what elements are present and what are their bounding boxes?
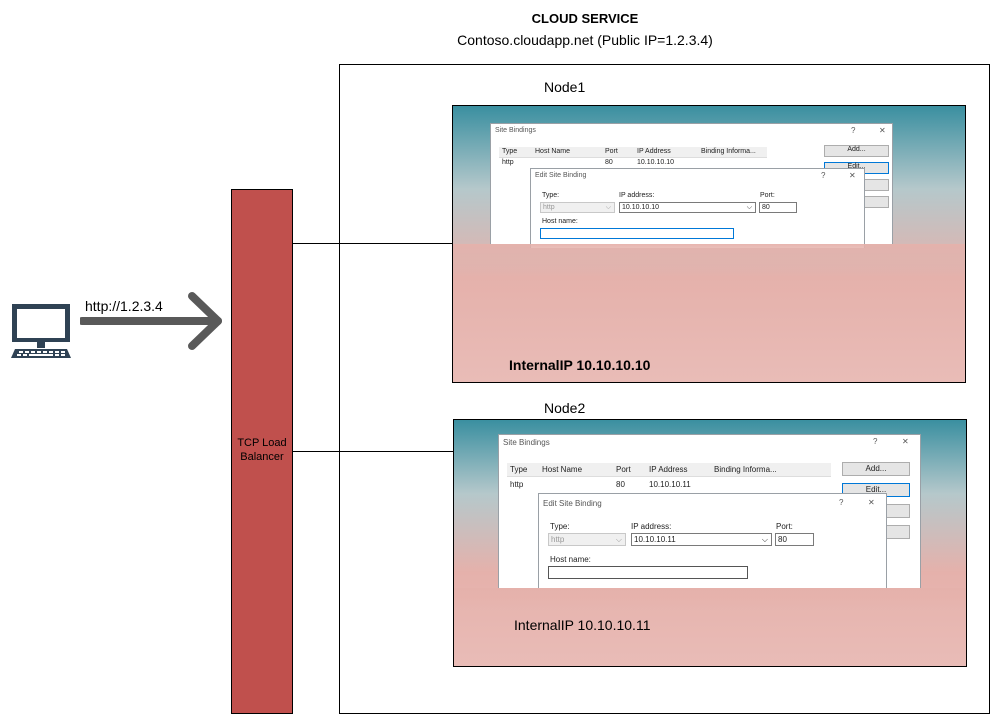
close-icon[interactable]: ✕ [849,171,856,180]
col-port[interactable]: Port [605,148,618,155]
type-select[interactable]: http ⌵ [548,533,626,546]
bindings-table-header [499,147,767,158]
close-icon[interactable]: ✕ [868,498,875,507]
port-label: Port: [776,522,793,531]
edit-site-binding-dialog: Edit Site Binding ? ✕ Type: http ⌵ IP ad… [538,493,887,588]
edit-site-binding-dialog: Edit Site Binding ? ✕ Type: http ⌵ IP ad… [530,168,865,248]
close-icon[interactable]: ✕ [902,437,909,446]
host-name-field[interactable] [540,228,734,239]
chevron-down-icon: ⌵ [746,204,752,211]
node2-panel: Site Bindings ? ✕ Type Host Name Port IP… [453,419,967,667]
connector-lb-node2 [293,451,454,452]
port-field[interactable]: 80 [759,202,797,213]
row-port: 80 [605,159,613,166]
chevron-down-icon: ⌵ [761,535,768,544]
load-balancer-label: TCP Load Balancer [231,436,293,464]
col-type[interactable]: Type [510,465,528,474]
host-name-field[interactable] [548,566,748,579]
screenshot-fade [454,588,966,608]
host-name-label: Host name: [542,218,578,225]
type-label: Type: [550,522,570,531]
close-icon[interactable]: ✕ [879,126,886,135]
chevron-down-icon: ⌵ [605,204,611,211]
help-icon[interactable]: ? [851,126,856,135]
ip-address-select[interactable]: 10.10.10.11 ⌵ [631,533,772,546]
cloud-service-boundary [339,64,990,714]
row-type: http [502,159,514,166]
ip-address-select[interactable]: 10.10.10.10 ⌵ [619,202,756,213]
host-name-label: Host name: [550,555,591,564]
col-host-name[interactable]: Host Name [542,465,583,474]
col-type[interactable]: Type [502,148,518,155]
help-icon[interactable]: ? [839,498,844,507]
computer-icon [11,304,71,358]
node2-internal-ip: InternalIP 10.10.10.11 [514,617,651,633]
port-field[interactable]: 80 [775,533,814,546]
row-type: http [510,480,524,489]
row-port: 80 [616,480,625,489]
edit-dialog-title: Edit Site Binding [543,499,602,508]
load-balancer-label-line2: Balancer [240,451,284,463]
ip-address-value: 10.10.10.11 [634,535,676,544]
tcp-load-balancer [231,189,293,714]
ip-address-label: IP address: [619,192,655,199]
request-arrow-icon [80,292,222,350]
diagram-title: CLOUD SERVICE [531,11,639,26]
col-ip-address[interactable]: IP Address [637,148,671,155]
node1-panel: Site Bindings ? ✕ Type Host Name Port IP… [452,105,966,383]
port-label: Port: [760,192,775,199]
row-ip-address: 10.10.10.11 [649,480,691,489]
node1-internal-ip: InternalIP 10.10.10.10 [509,357,651,373]
diagram-subtitle: Contoso.cloudapp.net (Public IP=1.2.3.4) [457,32,713,48]
connector-lb-node1 [293,243,453,244]
help-icon[interactable]: ? [873,437,878,446]
type-select[interactable]: http ⌵ [540,202,615,213]
request-url-label: http://1.2.3.4 [85,298,163,314]
col-binding-info[interactable]: Binding Informa... [701,148,756,155]
bindings-table-header [507,463,831,477]
screenshot-fade [453,244,965,274]
col-host-name[interactable]: Host Name [535,148,571,155]
row-ip-address: 10.10.10.10 [637,159,674,166]
edit-dialog-title: Edit Site Binding [535,172,587,179]
load-balancer-label-line1: TCP Load [237,437,287,449]
col-port[interactable]: Port [616,465,631,474]
type-label: Type: [542,192,560,199]
ip-address-value: 10.10.10.10 [622,204,659,211]
ip-address-label: IP address: [631,522,672,531]
site-bindings-title: Site Bindings [495,127,536,134]
site-bindings-title: Site Bindings [503,438,550,447]
add-button[interactable]: Add... [824,145,889,157]
node1-label: Node1 [544,79,586,95]
chevron-down-icon: ⌵ [615,535,622,544]
type-value: http [551,535,565,544]
add-button[interactable]: Add... [842,462,910,476]
col-binding-info[interactable]: Binding Informa... [714,465,777,474]
type-value: http [543,204,555,211]
help-icon[interactable]: ? [821,171,826,180]
node2-label: Node2 [544,400,586,416]
col-ip-address[interactable]: IP Address [649,465,688,474]
